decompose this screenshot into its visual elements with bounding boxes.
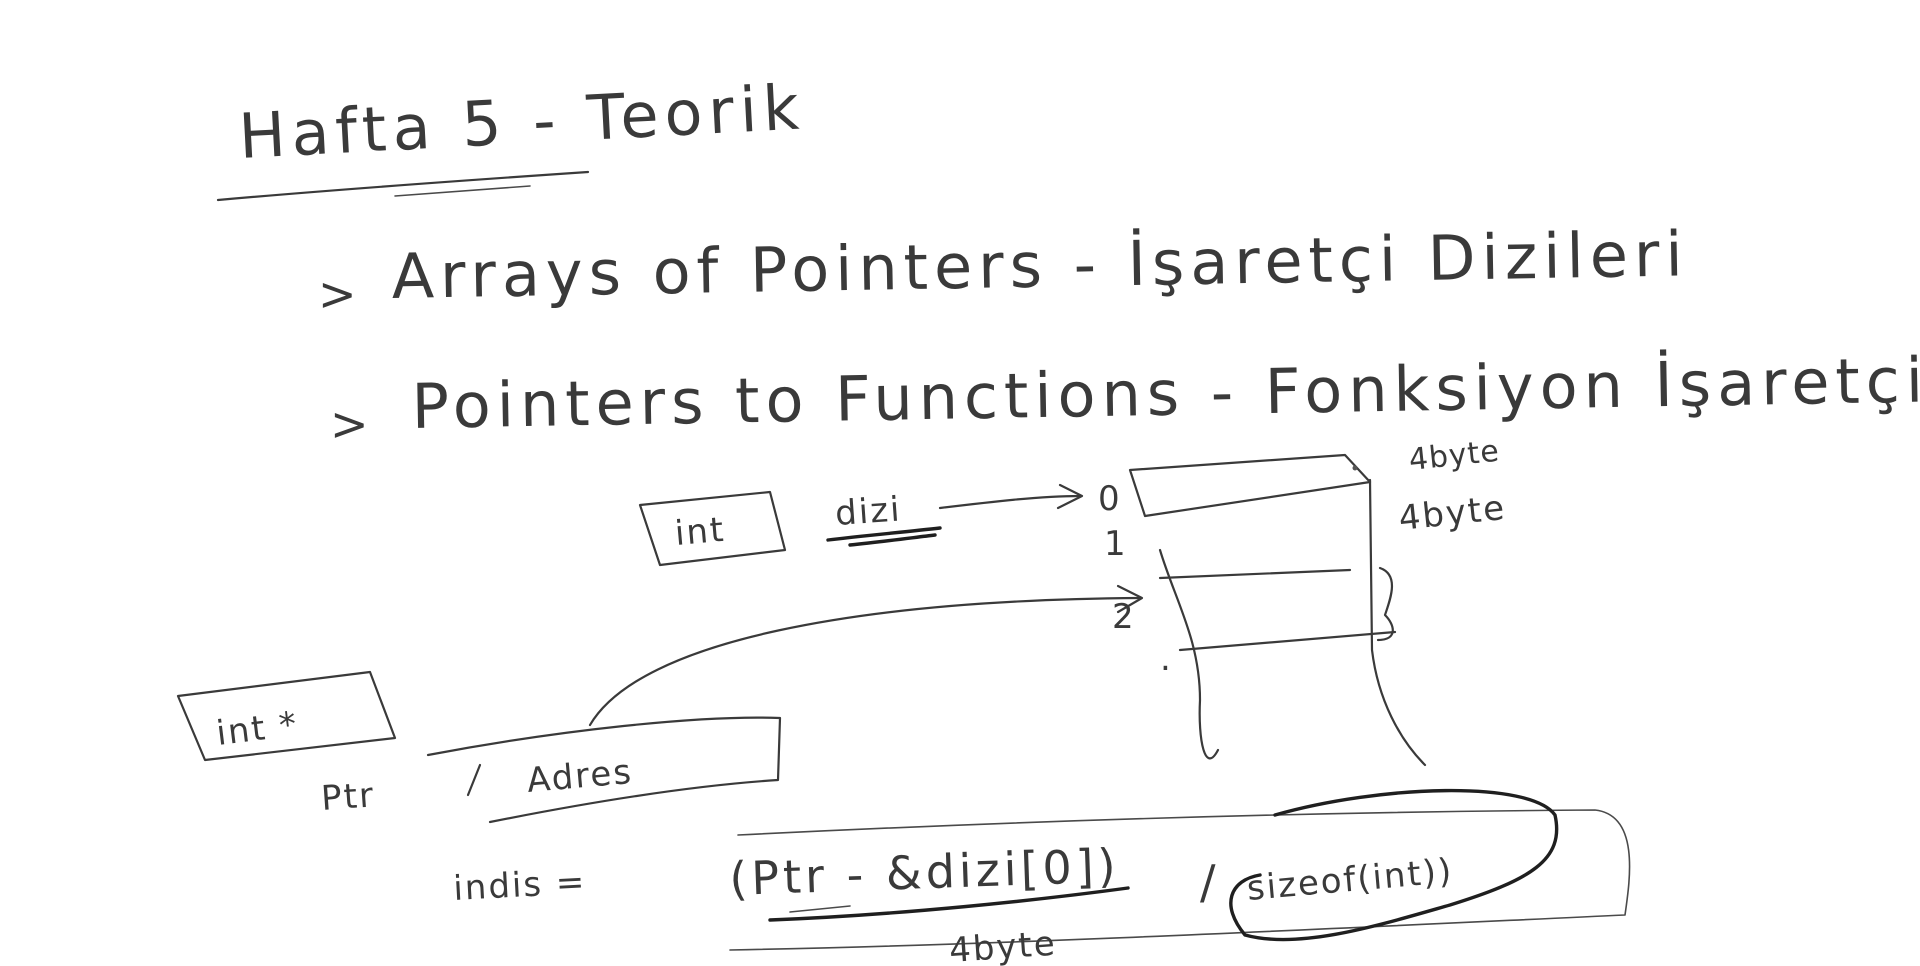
page-title: Hafta 5 - Teorik [237, 70, 807, 173]
formula-outer-box [729, 809, 1631, 951]
cell-size-label-2: 4byte [1397, 488, 1508, 539]
pointer-diagram: int * Ptr Adres [176, 584, 1144, 824]
address-cell-label: Adres [525, 752, 634, 801]
topic-list: > Arrays of Pointers - İşaretçi Dizileri… [318, 217, 1920, 451]
array-diagram: int dizi 0 1 2 . 4byte 4byte [638, 434, 1508, 767]
pointer-arrow-head [1116, 584, 1144, 614]
title-underline [216, 170, 590, 202]
title-underline-second [394, 185, 531, 197]
title-group: Hafta 5 - Teorik [216, 70, 807, 202]
array-ellipsis: . [1160, 639, 1173, 679]
cell-size-label-1: 4byte [1407, 434, 1501, 478]
topic-2: Pointers to Functions - Fonksiyon İşaret… [411, 342, 1920, 443]
memory-dot [1352, 465, 1358, 471]
array-arrow [938, 494, 1082, 510]
pointer-name-label: Ptr [320, 775, 376, 819]
int-type-box [638, 490, 787, 567]
pointer-arrow [588, 596, 1142, 727]
memory-left-wall [1158, 548, 1220, 760]
formula-under-label: 4byte [948, 924, 1058, 966]
ptr-underline [789, 905, 851, 913]
array-name-underline-second [848, 533, 937, 547]
address-cell-divider [466, 763, 482, 797]
address-cell [426, 716, 782, 824]
array-name-underline [826, 526, 942, 542]
array-index-0: 0 [1098, 479, 1122, 519]
pointer-type-label: int * [214, 704, 300, 754]
formula-divider: / [1200, 855, 1220, 909]
array-arrow-head [1056, 483, 1084, 510]
memory-top-cell [1128, 453, 1372, 518]
memory-size-brace [1376, 566, 1394, 642]
formula-lhs: indis = [452, 862, 587, 909]
memory-row-line-1 [1158, 568, 1352, 580]
memory-row-line-2 [1178, 630, 1397, 652]
array-index-1: 1 [1104, 524, 1128, 564]
array-name-label: dizi [834, 489, 903, 534]
topic-bullet-2: > [330, 397, 373, 451]
memory-right-wall [1368, 478, 1427, 767]
int-type-label: int [673, 510, 727, 554]
denominator-circle [1229, 788, 1559, 942]
index-formula: indis = (Ptr - &dizi[0]) / sizeof(int)) … [452, 788, 1631, 966]
topic-bullet-1: > [318, 267, 361, 321]
topic-1: Arrays of Pointers - İşaretçi Dizileri [391, 217, 1689, 313]
pointer-type-box [176, 670, 397, 762]
formula-denominator: sizeof(int)) [1245, 851, 1455, 909]
numerator-underline [768, 886, 1130, 922]
